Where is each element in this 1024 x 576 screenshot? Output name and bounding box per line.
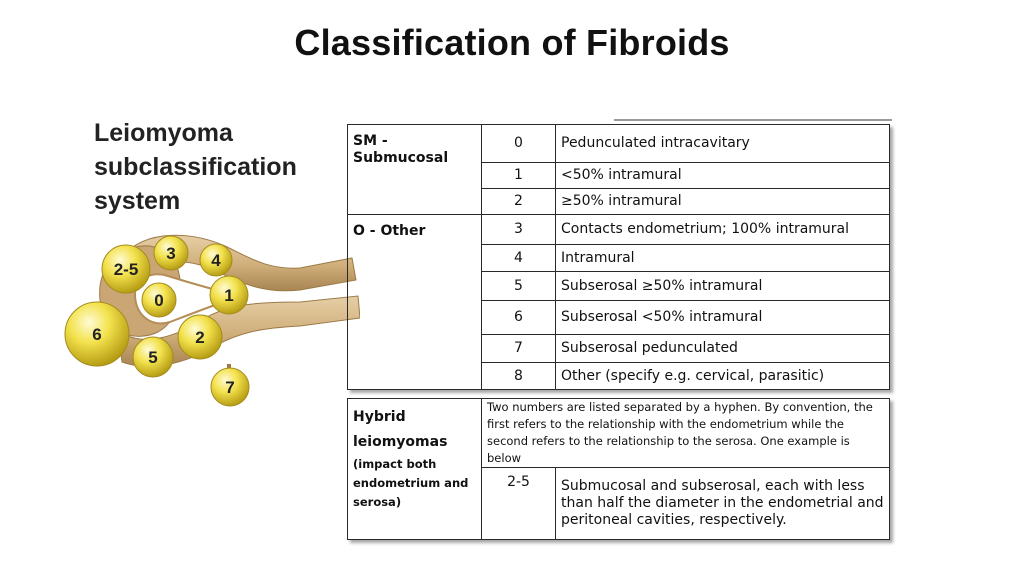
type-number: 3	[481, 214, 556, 245]
hybrid-title-line-2: leiomyomas	[353, 434, 448, 450]
svg-text:6: 6	[92, 325, 101, 344]
type-description: <50% intramural	[555, 162, 890, 189]
type-number: 1	[481, 162, 556, 189]
table-row: 6 Subserosal <50% intramural	[348, 300, 890, 335]
table-row: O - Other 3 Contacts endometrium; 100% i…	[347, 214, 890, 390]
type-description: Subserosal ≥50% intramural	[555, 271, 890, 301]
diagram-heading: Leiomyoma subclassification system	[94, 116, 354, 218]
hybrid-note-line-3: serosa)	[353, 495, 402, 509]
svg-text:0: 0	[154, 291, 163, 310]
table-row: Hybrid leiomyomas (impact both endometri…	[347, 398, 890, 540]
table-row: 2-5 Submucosal and subserosal, each with…	[348, 467, 890, 540]
classification-table: SM - Submucosal 0 Pedunculated intracavi…	[347, 124, 890, 390]
category-other: O - Other	[347, 214, 482, 390]
category-submucosal: SM - Submucosal	[347, 124, 482, 215]
hybrid-note-line-1: (impact both	[353, 457, 437, 471]
fibroid-node-3: 3	[153, 235, 189, 271]
fibroid-node-2: 2	[177, 314, 223, 360]
type-description: Pedunculated intracavitary	[555, 124, 890, 163]
type-description: Subserosal pedunculated	[555, 334, 890, 363]
hybrid-note-line-2: endometrium and	[353, 476, 469, 490]
fibroid-node-2-5: 2-5	[101, 244, 151, 294]
svg-text:3: 3	[166, 244, 175, 263]
diagram-heading-line-2: subclassification	[94, 153, 297, 181]
fibroid-node-1: 1	[209, 275, 249, 315]
type-number: 5	[481, 271, 556, 301]
hybrid-title-line-1: Hybrid	[353, 409, 406, 425]
category-hybrid: Hybrid leiomyomas (impact both endometri…	[347, 398, 482, 540]
table-row: 5 Subserosal ≥50% intramural	[348, 271, 890, 301]
table-row: 2 ≥50% intramural	[348, 188, 890, 215]
table-row: 7 Subserosal pedunculated	[348, 334, 890, 363]
fibroid-node-6: 6	[64, 301, 130, 367]
fibroid-node-0: 0	[141, 282, 177, 318]
slide-title: Classification of Fibroids	[294, 22, 730, 63]
svg-text:4: 4	[211, 251, 221, 270]
fibroid-node-7: 7	[210, 364, 250, 407]
table-row: 1 <50% intramural	[348, 162, 890, 189]
svg-text:2: 2	[195, 328, 204, 347]
type-description: Contacts endometrium; 100% intramural	[555, 214, 890, 245]
diagram-heading-line-3: system	[94, 187, 181, 215]
type-number: 2	[481, 188, 556, 215]
type-description: Intramural	[555, 244, 890, 272]
type-number: 6	[481, 300, 556, 335]
table-row: SM - Submucosal 0 Pedunculated intracavi…	[347, 124, 890, 215]
hybrid-example-number: 2-5	[481, 467, 556, 540]
uterus-diagram: 2-5 3 4 0 1 6 2 5 7	[64, 234, 360, 407]
table-row: 4 Intramural	[348, 244, 890, 272]
table-row: 8 Other (specify e.g. cervical, parasiti…	[348, 362, 890, 390]
fibroid-node-4: 4	[199, 243, 233, 277]
type-description: ≥50% intramural	[555, 188, 890, 215]
type-number: 0	[481, 124, 556, 163]
fibroid-node-5: 5	[132, 336, 174, 378]
svg-text:7: 7	[225, 378, 234, 397]
svg-text:1: 1	[224, 286, 233, 305]
type-description: Other (specify e.g. cervical, parasitic)	[555, 362, 890, 390]
hybrid-table: Hybrid leiomyomas (impact both endometri…	[347, 398, 890, 540]
diagram-heading-line-1: Leiomyoma	[94, 119, 233, 147]
svg-text:5: 5	[148, 348, 157, 367]
type-number: 4	[481, 244, 556, 272]
type-number: 8	[481, 362, 556, 390]
svg-text:2-5: 2-5	[114, 260, 139, 279]
type-description: Subserosal <50% intramural	[555, 300, 890, 335]
type-number: 7	[481, 334, 556, 363]
hybrid-description: Two numbers are listed separated by a hy…	[481, 398, 890, 468]
hybrid-example-description: Submucosal and subserosal, each with les…	[555, 467, 890, 540]
table-top-rule	[614, 119, 892, 121]
